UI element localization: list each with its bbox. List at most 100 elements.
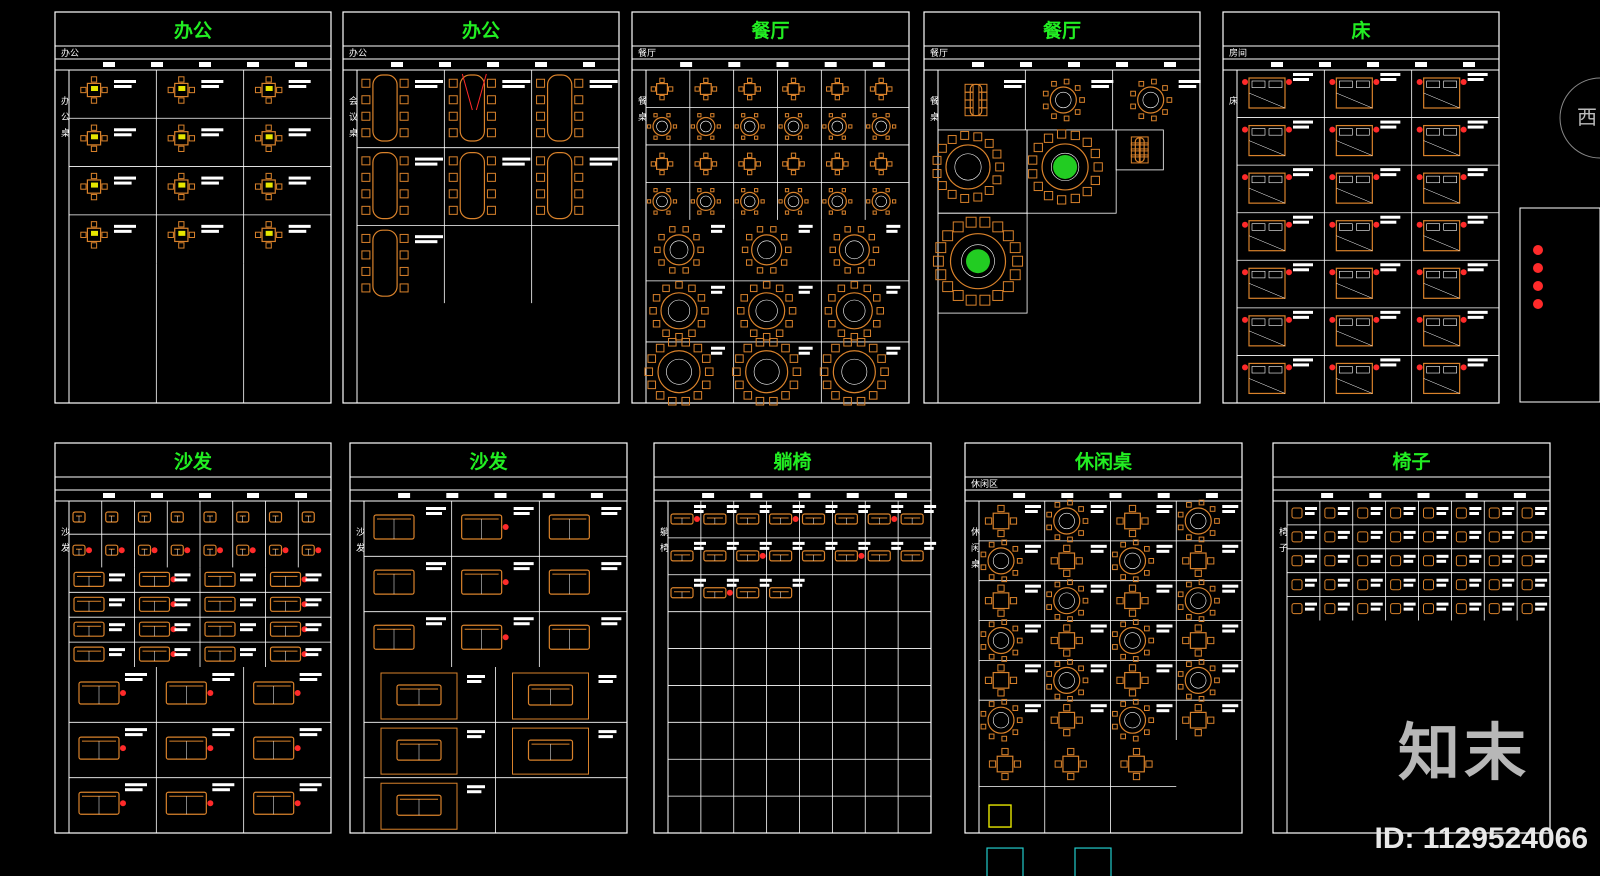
side-table-dot xyxy=(207,690,214,696)
note-text-block xyxy=(1025,589,1038,593)
chair xyxy=(1209,506,1216,512)
note-text-block xyxy=(589,85,613,88)
chair-symbol xyxy=(1357,507,1369,519)
table-top xyxy=(660,292,698,330)
chair xyxy=(361,250,371,260)
chair xyxy=(659,94,665,101)
note-text-block xyxy=(1090,510,1104,513)
chair xyxy=(1067,772,1075,781)
furniture-symbol xyxy=(1054,747,1087,781)
side-table-dot xyxy=(315,547,322,554)
side-label-char: 床 xyxy=(1229,95,1238,107)
note-text-block xyxy=(174,623,191,627)
sofa-symbol xyxy=(461,514,509,540)
table-inner xyxy=(700,195,712,208)
chair xyxy=(1054,661,1061,667)
furniture-symbol xyxy=(738,77,761,101)
note-text-block xyxy=(759,505,772,508)
sofa-symbol xyxy=(204,596,236,612)
chair xyxy=(737,307,745,315)
sheet-subtitle: 办公 xyxy=(61,47,79,59)
note-text-block xyxy=(1502,602,1515,606)
chair xyxy=(980,644,987,650)
sofa-symbol xyxy=(253,681,301,705)
sofa-symbol xyxy=(736,550,766,562)
bed-symbol xyxy=(1416,315,1467,347)
table-top xyxy=(987,626,1015,655)
table-top xyxy=(787,157,800,170)
chair xyxy=(1198,695,1205,702)
note-text-block xyxy=(759,578,772,582)
bed-symbol xyxy=(1329,220,1380,252)
chair-symbol xyxy=(1423,507,1434,519)
note-text-block xyxy=(1535,559,1545,563)
table-inner xyxy=(992,552,1010,569)
chair xyxy=(1128,689,1137,697)
note-text-block xyxy=(1293,220,1309,224)
sofa-symbol xyxy=(204,571,236,588)
note-text-block xyxy=(711,346,725,350)
chair xyxy=(1028,169,1038,179)
furniture-symbol xyxy=(1050,544,1083,577)
note-text-block xyxy=(924,541,937,545)
note-text-block xyxy=(1535,530,1548,534)
chair xyxy=(1078,530,1084,536)
note-text-block xyxy=(502,80,531,83)
chair xyxy=(1063,624,1071,632)
chair xyxy=(1151,78,1157,85)
chair xyxy=(1012,729,1019,736)
sheet-title: 餐厅 xyxy=(1043,19,1081,42)
chair xyxy=(775,329,784,337)
blanket-fold xyxy=(1336,92,1373,109)
chair xyxy=(178,172,185,180)
note-text-block xyxy=(1403,507,1416,510)
blanket-fold xyxy=(1248,92,1286,109)
chair xyxy=(1090,148,1100,159)
chair xyxy=(1177,683,1184,690)
chair xyxy=(80,135,87,142)
chair xyxy=(1132,539,1139,546)
note-text-block xyxy=(201,80,224,83)
note-text-block xyxy=(1469,578,1482,582)
chair xyxy=(738,161,744,167)
note-text-block xyxy=(1090,704,1107,708)
note-text-block xyxy=(1222,629,1236,633)
bed-symbol xyxy=(1329,77,1380,109)
sofa-symbol xyxy=(548,624,590,650)
chair xyxy=(834,169,840,176)
sofa-symbol xyxy=(900,513,924,525)
table-top xyxy=(1118,547,1147,575)
sofa-symbol xyxy=(396,739,442,761)
side-label-char: 办 xyxy=(61,95,70,107)
note-text-block xyxy=(1090,669,1104,673)
note-text-block xyxy=(1380,220,1397,224)
bed-symbol xyxy=(1416,124,1467,157)
note-text-block xyxy=(1337,602,1350,606)
chair xyxy=(1075,557,1083,565)
note-text-block xyxy=(1337,512,1348,515)
chair xyxy=(694,86,700,92)
chair-symbol xyxy=(1357,603,1369,615)
chair xyxy=(658,259,665,266)
table-top xyxy=(871,116,891,137)
table-top xyxy=(699,82,712,95)
table-top xyxy=(1137,86,1165,114)
chair-symbol xyxy=(1521,579,1533,591)
chair xyxy=(1144,729,1150,736)
note-text-block xyxy=(1502,578,1515,582)
bed-symbol xyxy=(1329,362,1380,395)
note-text-block xyxy=(1156,584,1173,588)
sofa-symbol xyxy=(236,544,256,556)
header-cell-mark xyxy=(103,62,115,67)
sofa-symbol xyxy=(769,587,793,599)
chair xyxy=(399,156,409,166)
side-table-dot xyxy=(120,745,126,752)
chair xyxy=(1009,676,1018,684)
chair-symbol xyxy=(1324,579,1336,591)
header-cell-mark xyxy=(750,493,763,498)
chair xyxy=(988,701,995,707)
chair xyxy=(653,210,658,215)
note-text-block xyxy=(1156,549,1170,553)
chair xyxy=(1016,637,1023,644)
